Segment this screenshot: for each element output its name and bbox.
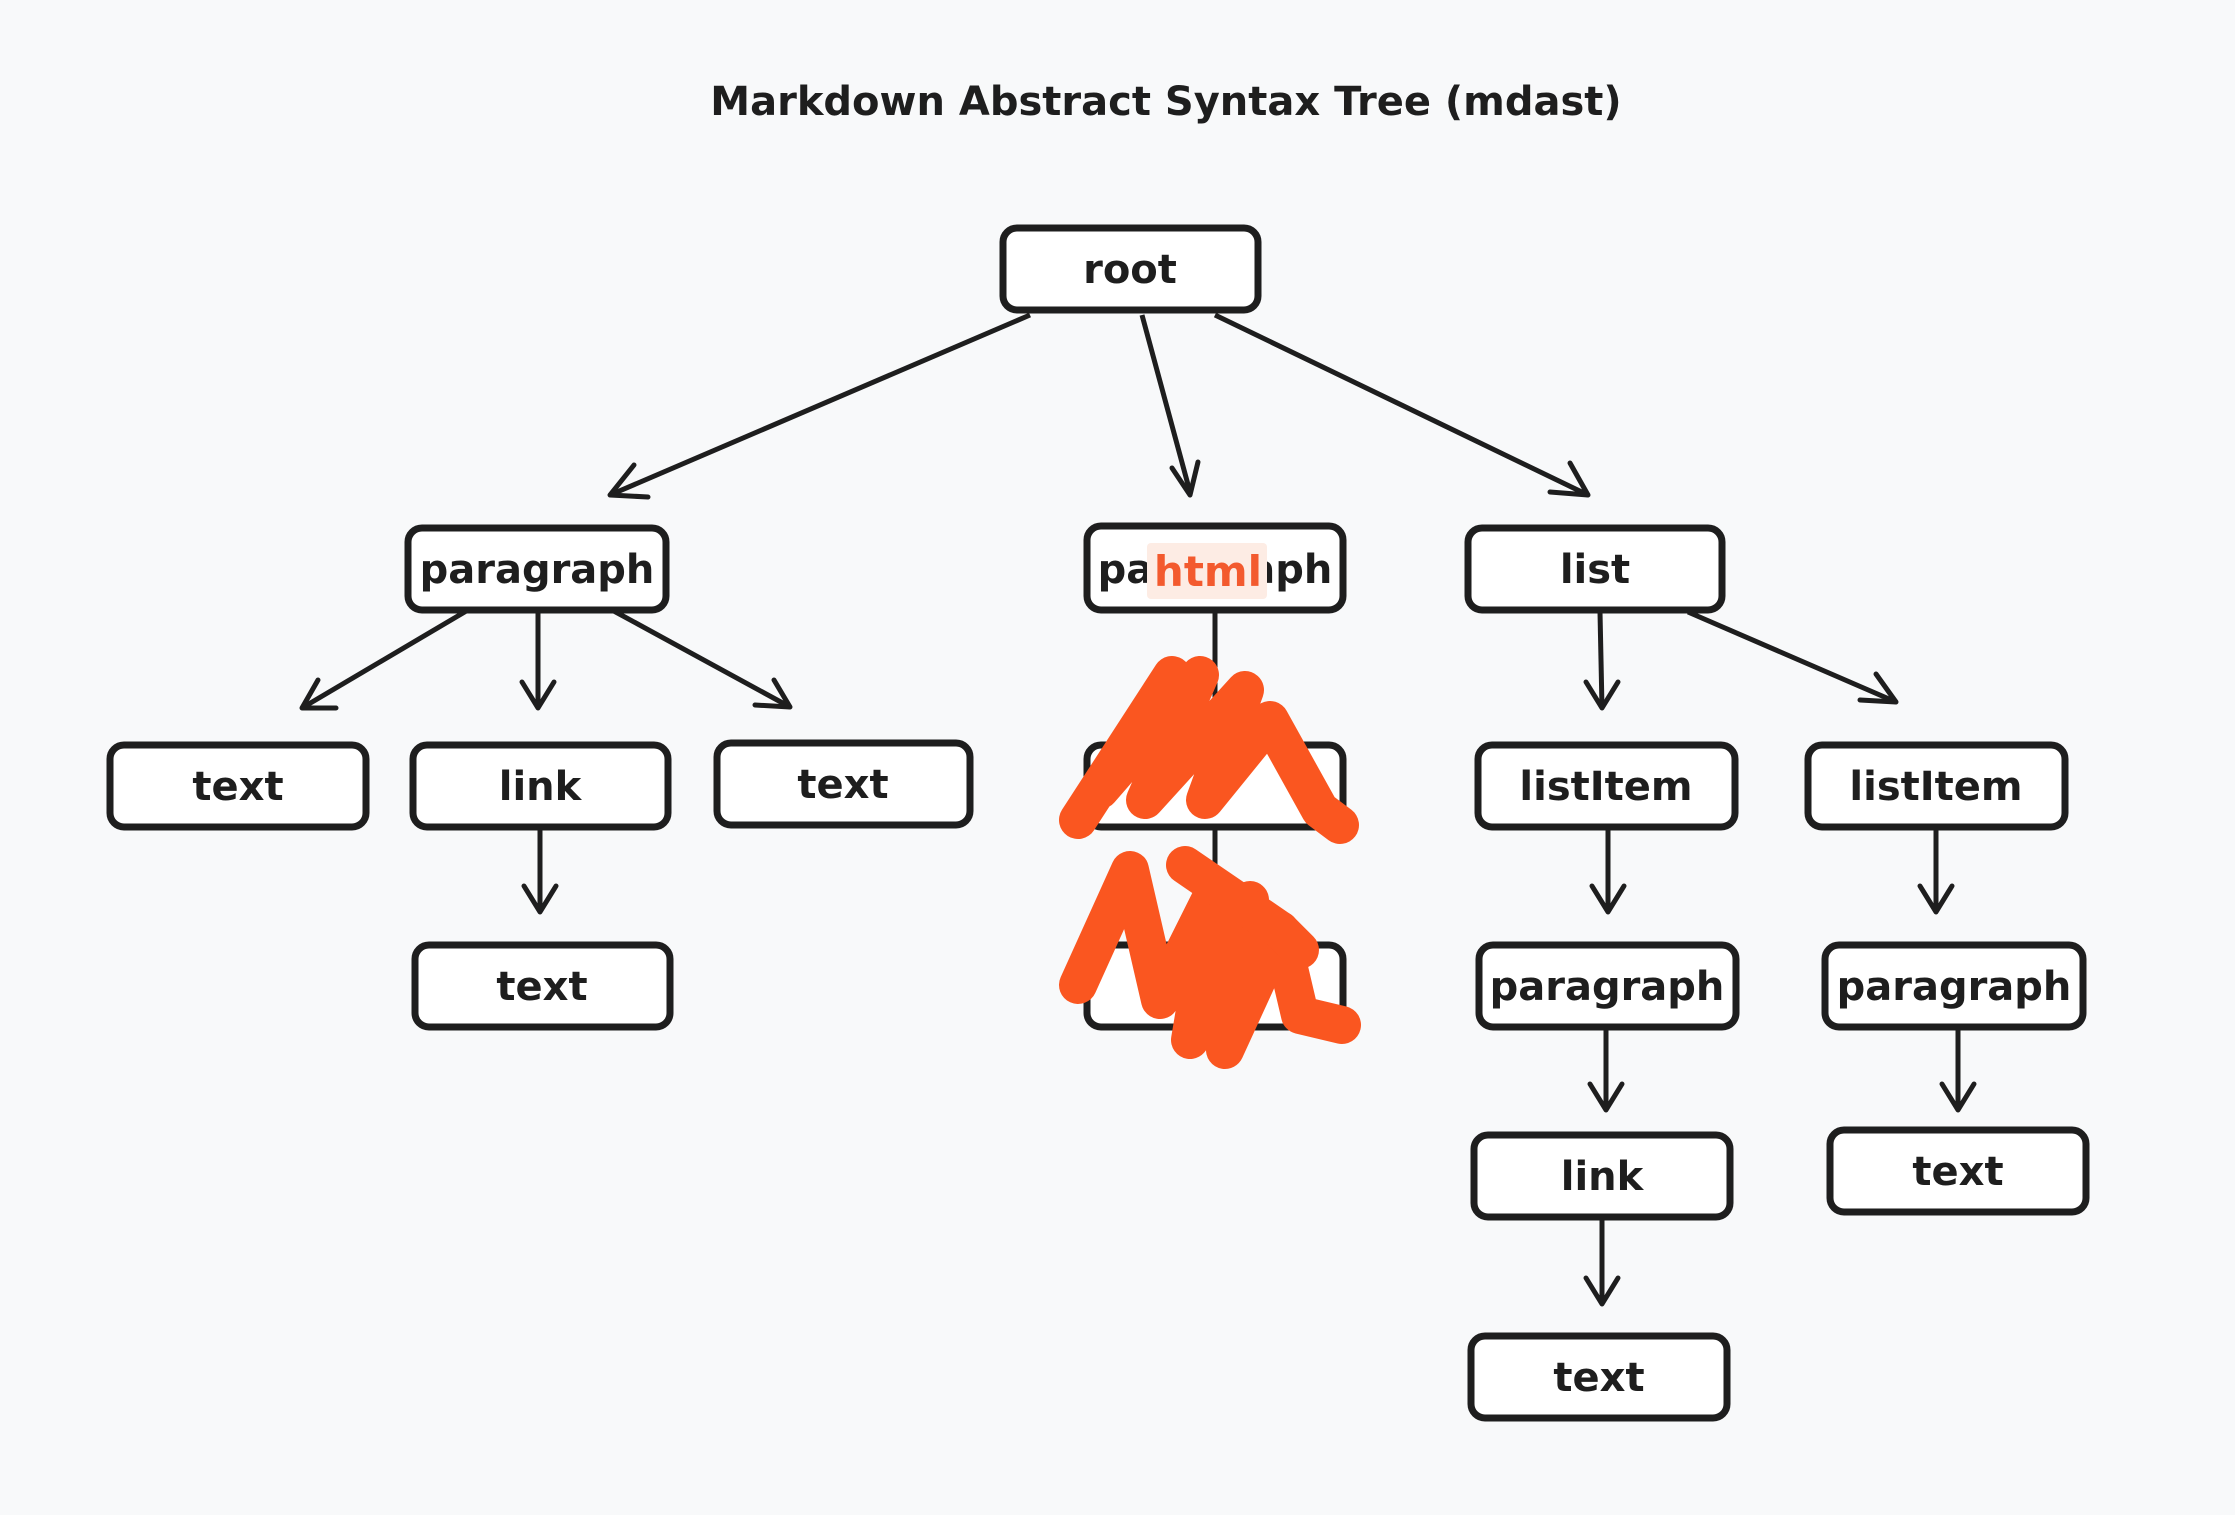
- node-list-label: list: [1560, 547, 1630, 593]
- node-text-2: text: [713, 739, 974, 829]
- edge-root-list: [1213, 312, 1591, 498]
- node-listitem-2: listItem: [1804, 741, 2069, 831]
- edge-paragraph1-text2: [610, 607, 793, 710]
- edge-listitem1-paragraph: [1589, 828, 1627, 915]
- scribble-overlay: [1059, 656, 1361, 1069]
- node-paragraph1-label: paragraph: [420, 547, 655, 593]
- node-listitem-1: listItem: [1474, 741, 1739, 831]
- node-link-1-label: link: [499, 764, 583, 810]
- node-root: root: [999, 224, 1262, 314]
- edge-link-text: [521, 828, 559, 915]
- node-text-1: text: [106, 741, 370, 831]
- node-paragraph-li1-label: paragraph: [1490, 964, 1725, 1010]
- node-listitem-1-label: listItem: [1519, 764, 1692, 810]
- html-overlay: html: [1147, 543, 1267, 599]
- node-paragraph-li2-label: paragraph: [1837, 964, 2072, 1010]
- edge-root-paragraph2: [1139, 314, 1201, 498]
- node-paragraph-li2: paragraph: [1821, 941, 2087, 1031]
- edge-paragraph1-link: [519, 612, 557, 711]
- edge-list-listitem2: [1687, 609, 1899, 705]
- edge-li2paragraph-text: [1939, 1030, 1977, 1113]
- edges: [299, 312, 1977, 1307]
- html-overlay-label: html: [1154, 547, 1262, 596]
- node-link-1: link: [409, 741, 672, 831]
- node-text-3-label: text: [496, 964, 587, 1010]
- node-text-li1-label: text: [1553, 1355, 1644, 1401]
- node-link-li1-label: link: [1561, 1154, 1645, 1200]
- edge-li1paragraph-link: [1587, 1030, 1625, 1113]
- node-list: list: [1464, 524, 1726, 614]
- node-text-li2-label: text: [1912, 1149, 2003, 1195]
- node-text-1-label: text: [192, 764, 283, 810]
- edge-paragraph1-text1: [299, 607, 470, 711]
- edge-listitem2-paragraph: [1917, 828, 1955, 915]
- node-text-li1: text: [1467, 1332, 1731, 1422]
- node-text-3: text: [411, 941, 674, 1031]
- node-listitem-2-label: listItem: [1849, 764, 2022, 810]
- node-link-li1: link: [1470, 1131, 1734, 1221]
- edge-li1link-text: [1583, 1220, 1621, 1307]
- edge-root-paragraph1: [607, 312, 1031, 500]
- node-paragraph-li1: paragraph: [1475, 941, 1740, 1031]
- diagram-title: Markdown Abstract Syntax Tree (mdast): [710, 79, 1621, 125]
- node-text-li2: text: [1826, 1126, 2090, 1216]
- node-root-label: root: [1083, 247, 1177, 293]
- node-paragraph1: paragraph: [404, 524, 670, 614]
- node-text-2-label: text: [797, 762, 888, 808]
- edge-list-listitem1: [1583, 611, 1621, 711]
